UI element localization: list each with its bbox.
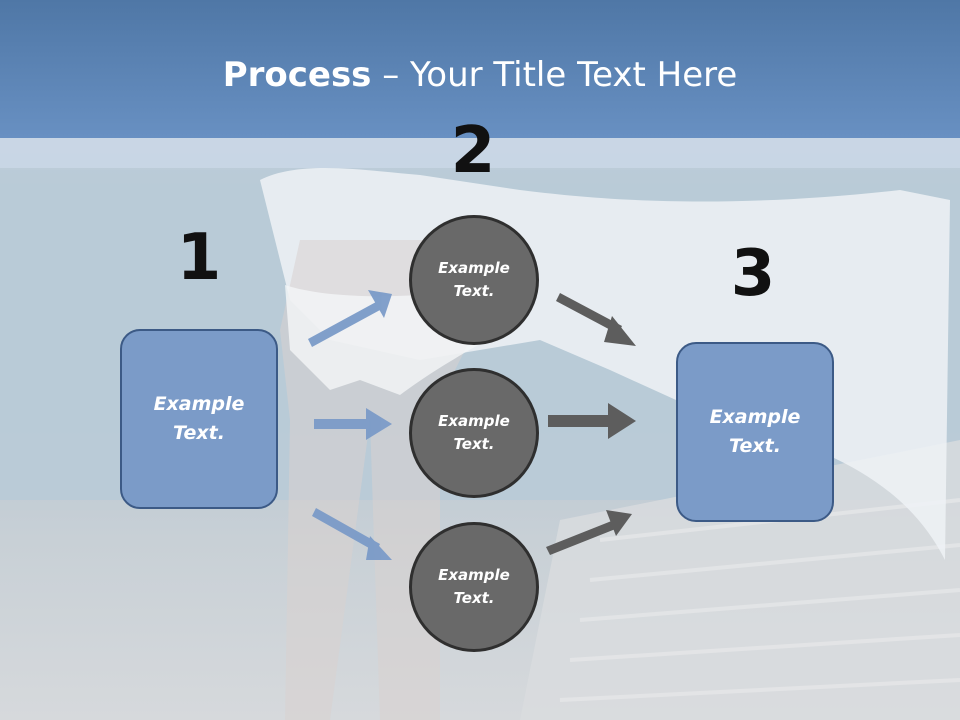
arrow-top-to-right <box>556 293 636 346</box>
circle-bottom-text-line2: Text. <box>453 589 495 607</box>
step-number-2: 2 <box>450 114 496 188</box>
step-2-circle-top: Example Text. <box>409 215 539 345</box>
arrow-left-to-bottom <box>312 508 392 560</box>
step-number-1: 1 <box>176 221 222 295</box>
step-1-text-line1: Example <box>153 393 245 415</box>
arrow-middle-to-right <box>548 403 636 439</box>
circle-top-text-line1: Example <box>438 259 510 277</box>
step-3-text-line1: Example <box>709 406 801 428</box>
step-1-text-line2: Text. <box>173 422 225 444</box>
title-rest: – Your Title Text Here <box>371 55 738 95</box>
slide-title: Process – Your Title Text Here <box>0 52 960 98</box>
title-bar <box>0 0 960 138</box>
step-2-circle-bottom: Example Text. <box>409 522 539 652</box>
step-number-3: 3 <box>730 237 776 311</box>
circle-top-text-line2: Text. <box>453 282 495 300</box>
arrow-left-to-top <box>308 290 392 347</box>
title-band <box>0 138 960 168</box>
step-3-box: Example Text. <box>676 342 834 522</box>
step-3-text-line2: Text. <box>729 435 781 457</box>
step-2-circle-middle: Example Text. <box>409 368 539 498</box>
circle-middle-text-line1: Example <box>438 412 510 430</box>
step-1-box: Example Text. <box>120 329 278 509</box>
title-bold: Process <box>222 55 372 95</box>
circle-bottom-text-line1: Example <box>438 566 510 584</box>
circle-middle-text-line2: Text. <box>453 435 495 453</box>
arrow-bottom-to-right <box>546 510 632 555</box>
arrow-left-to-middle <box>314 408 392 440</box>
